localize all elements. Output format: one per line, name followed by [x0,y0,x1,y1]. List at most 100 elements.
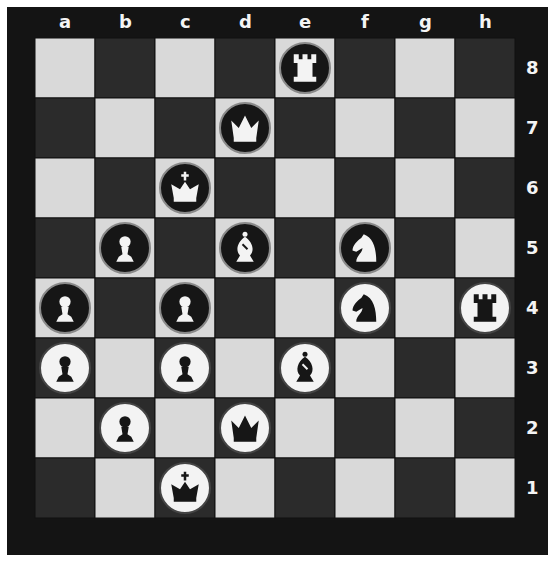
white-bishop-token [280,343,330,393]
dark-square [35,98,95,158]
pawn-head [119,416,130,427]
light-square [215,218,275,278]
dark-square [275,458,335,518]
piece-outline [171,182,199,202]
rank-label: 6 [526,179,539,197]
light-square [95,98,155,158]
dark-square [395,218,455,278]
dark-square [155,458,215,518]
piece-symbol [353,234,377,262]
white-pawn-token [160,343,210,393]
black-bishop-token [220,223,270,273]
piece-outline [294,54,317,82]
piece-outline [56,367,74,382]
light-square [335,218,395,278]
light-square [395,158,455,218]
black-queen-token [220,103,270,153]
token-disc [280,43,330,93]
black-rook-token [280,43,330,93]
pawn-head [119,236,130,247]
piece-outline [474,294,497,322]
light-square [155,158,215,218]
token-disc [100,403,150,453]
white-knight-token [340,283,390,333]
light-square [335,338,395,398]
pawn-head [179,356,190,367]
file-label: b [119,13,132,31]
piece-symbol [231,116,259,142]
light-square [275,278,335,338]
dark-square [395,98,455,158]
file-label: h [479,13,492,31]
piece-outline [353,234,377,262]
piece-symbol [56,356,74,382]
piece-outline [236,237,254,262]
light-square [395,398,455,458]
piece-outline [176,307,194,322]
piece-symbol [353,294,377,322]
black-knight-token [340,223,390,273]
light-square [155,278,215,338]
token-disc [460,283,510,333]
light-square [455,338,515,398]
piece-outline [116,427,134,442]
piece-symbol [171,472,199,502]
piece-outline [296,357,314,382]
dark-square [155,338,215,398]
pawn-head [179,296,190,307]
light-square [455,218,515,278]
piece-symbol [176,356,194,382]
rank-label: 4 [526,299,539,317]
piece-symbol [236,232,254,262]
file-label: d [239,13,252,31]
white-pawn-token [40,343,90,393]
light-square [335,98,395,158]
rank-label: 7 [526,119,539,137]
dark-square [35,458,95,518]
black-king-token [160,163,210,213]
black-pawn-token [160,283,210,333]
light-square [395,38,455,98]
dark-square [215,398,275,458]
piece-symbol [171,172,199,202]
light-square [215,458,275,518]
dark-square [95,158,155,218]
king-cross [181,172,189,181]
piece-outline [231,416,259,442]
dark-square [455,38,515,98]
dark-square [35,338,95,398]
token-disc [340,283,390,333]
light-square [275,38,335,98]
light-square [395,278,455,338]
piece-symbol [176,296,194,322]
light-square [35,158,95,218]
dark-square [95,38,155,98]
token-disc [220,223,270,273]
dark-square [95,398,155,458]
piece-symbol [296,352,314,382]
pawn-head [59,296,70,307]
dark-square [155,98,215,158]
rank-label: 3 [526,359,539,377]
bishop-slit [243,244,248,249]
dark-square [275,218,335,278]
piece-outline [353,294,377,322]
light-square [275,398,335,458]
piece-outline [56,307,74,322]
dark-square [335,398,395,458]
dark-square [275,338,335,398]
file-label: a [59,13,71,31]
light-square [35,398,95,458]
file-label: f [361,13,369,31]
light-square [455,98,515,158]
rank-label: 2 [526,419,539,437]
dark-square [335,38,395,98]
light-square [95,218,155,278]
rank-label: 8 [526,59,539,77]
piece-symbol [56,296,74,322]
piece-outline [231,116,259,142]
dark-square [455,398,515,458]
white-rook-token [460,283,510,333]
pawn-head [59,356,70,367]
